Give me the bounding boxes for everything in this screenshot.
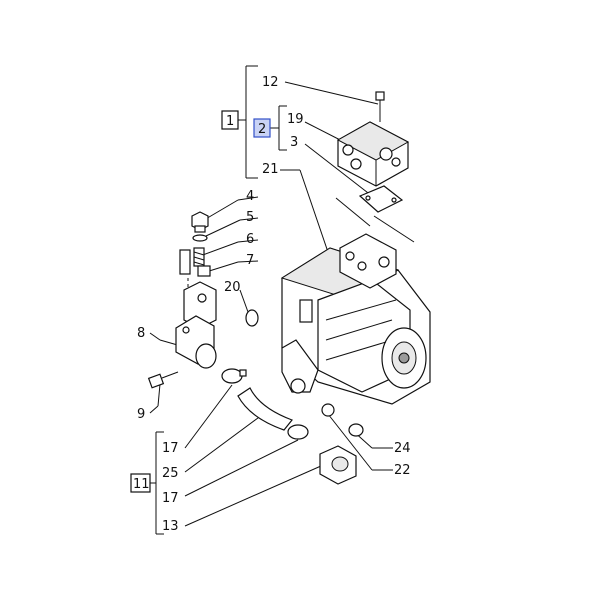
callout-5: 5 <box>246 210 254 225</box>
callout-22: 22 <box>394 463 411 478</box>
callout-4: 4 <box>246 189 254 204</box>
callout-box-2-highlighted <box>253 118 271 138</box>
callout-21: 21 <box>262 162 279 177</box>
fitting-13 <box>319 445 357 485</box>
plug-4 <box>191 211 209 233</box>
callout-25: 25 <box>162 466 179 481</box>
section-break-lines <box>335 197 415 243</box>
seal-5 <box>192 234 208 242</box>
callout-3: 3 <box>290 135 298 150</box>
callout-19: 19 <box>287 112 304 127</box>
callout-box-11 <box>130 473 151 493</box>
callout-20: 20 <box>224 280 241 295</box>
gasket-3 <box>358 185 404 213</box>
screw-9 <box>147 371 179 389</box>
callout-12: 12 <box>262 75 279 90</box>
washer-20 <box>245 309 259 327</box>
hose-25 <box>237 387 293 431</box>
callout-8: 8 <box>137 326 145 341</box>
bracket-group-1 <box>238 65 287 179</box>
bolt-12 <box>375 91 385 122</box>
callout-13: 13 <box>162 519 179 534</box>
callout-11: 11 <box>133 477 150 492</box>
valve-housing-upper <box>183 281 217 329</box>
callout-box-1 <box>221 110 239 130</box>
elbow-fitting-8 <box>175 315 217 369</box>
callout-24: 24 <box>394 441 411 456</box>
hydraulic-pump-21 <box>280 233 431 405</box>
bracket-group-11 <box>150 431 164 535</box>
valve-block-19 <box>336 121 410 187</box>
bolt-22 <box>321 403 335 417</box>
callout-7: 7 <box>246 253 254 268</box>
hose-clamp-17-upper <box>221 368 247 384</box>
callout-6: 6 <box>246 232 254 247</box>
callout-9: 9 <box>137 407 145 422</box>
callout-1: 1 <box>226 114 234 129</box>
callout-2: 2 <box>258 122 266 137</box>
callout-17-upper: 17 <box>162 441 179 456</box>
hose-clamp-17-lower <box>287 424 309 440</box>
washer-24 <box>348 423 364 437</box>
spring-6 <box>193 247 205 267</box>
fitting-7 <box>179 249 211 277</box>
callout-17-lower: 17 <box>162 491 179 506</box>
